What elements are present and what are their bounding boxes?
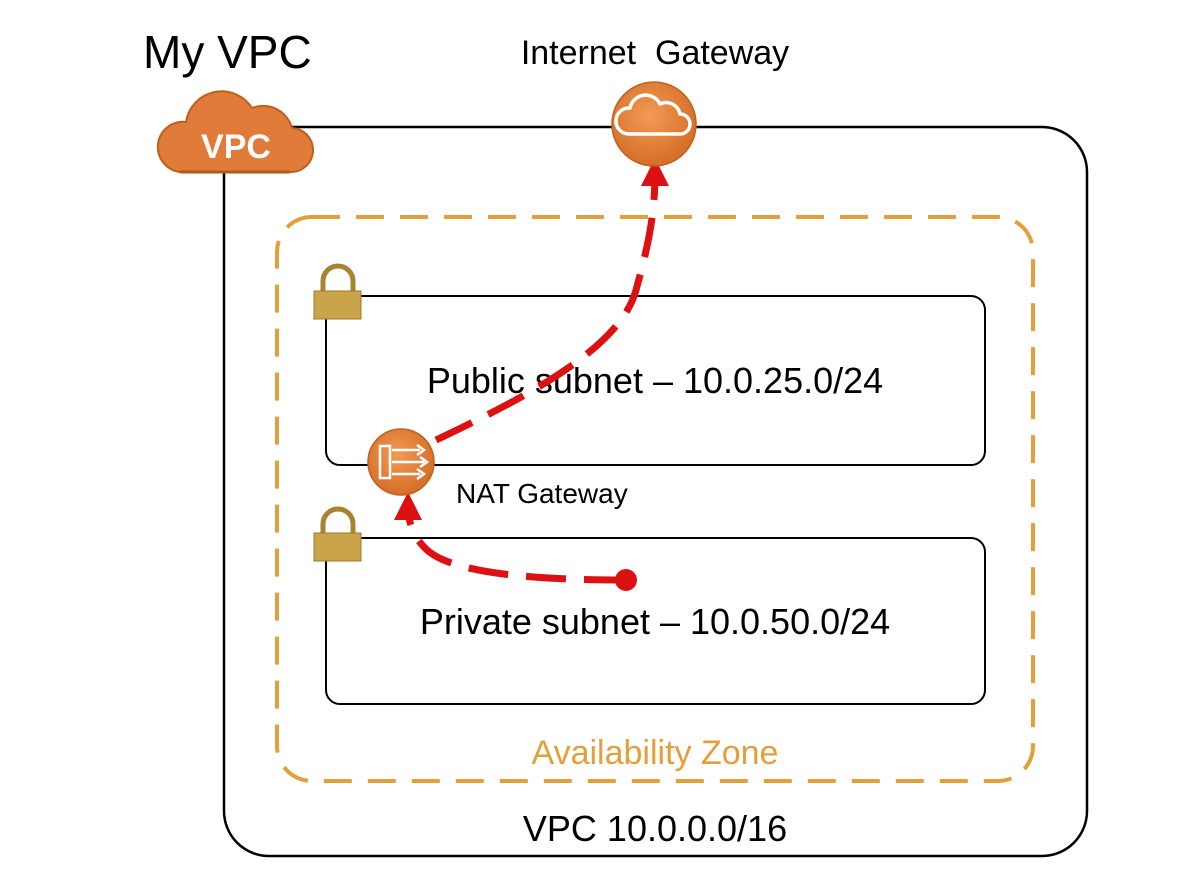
public-subnet-padlock-icon [313, 263, 362, 320]
private-subnet-padlock-icon [313, 506, 362, 562]
nat-gateway-label: NAT Gateway [456, 478, 628, 509]
vpc-badge-label: VPC [201, 128, 271, 166]
private-subnet-label: Private subnet – 10.0.50.0/24 [420, 601, 890, 642]
traffic-origin-dot [615, 569, 637, 591]
vpc-name-title: My VPC [143, 26, 312, 78]
public-subnet-box [325, 295, 986, 466]
availability-zone-boundary [275, 215, 1035, 783]
private-subnet-box [325, 537, 986, 705]
vpc-cloud-icon: VPC [156, 90, 314, 174]
vpc-cidr-label: VPC 10.0.0.0/16 [523, 808, 787, 849]
nat-to-internet-traffic-arrow [434, 158, 669, 444]
internet-gateway-cloud-icon [611, 81, 697, 167]
nat-gateway-icon [367, 428, 435, 496]
internet-gateway-label: Internet Gateway [521, 34, 789, 72]
public-subnet-label: Public subnet – 10.0.25.0/24 [427, 360, 883, 401]
private-to-nat-traffic-arrow [394, 492, 625, 584]
availability-zone-label: Availability Zone [532, 734, 779, 772]
